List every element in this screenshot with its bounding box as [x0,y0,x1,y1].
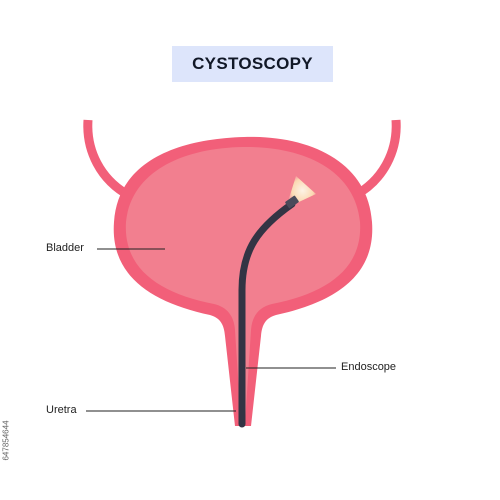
diagram-title: CYSTOSCOPY [192,54,313,73]
endoscope-tip [285,195,299,209]
title-banner: CYSTOSCOPY [172,46,333,82]
label-endoscope: Endoscope [341,361,397,373]
label-bladder: Bladder [46,242,84,254]
endoscope-tube [238,200,296,428]
left-ureter [83,119,133,200]
side-id-text: 647854644 [1,419,11,461]
side-id-mark: 647854644 [0,380,13,500]
label-uretra: Uretra [46,404,77,416]
